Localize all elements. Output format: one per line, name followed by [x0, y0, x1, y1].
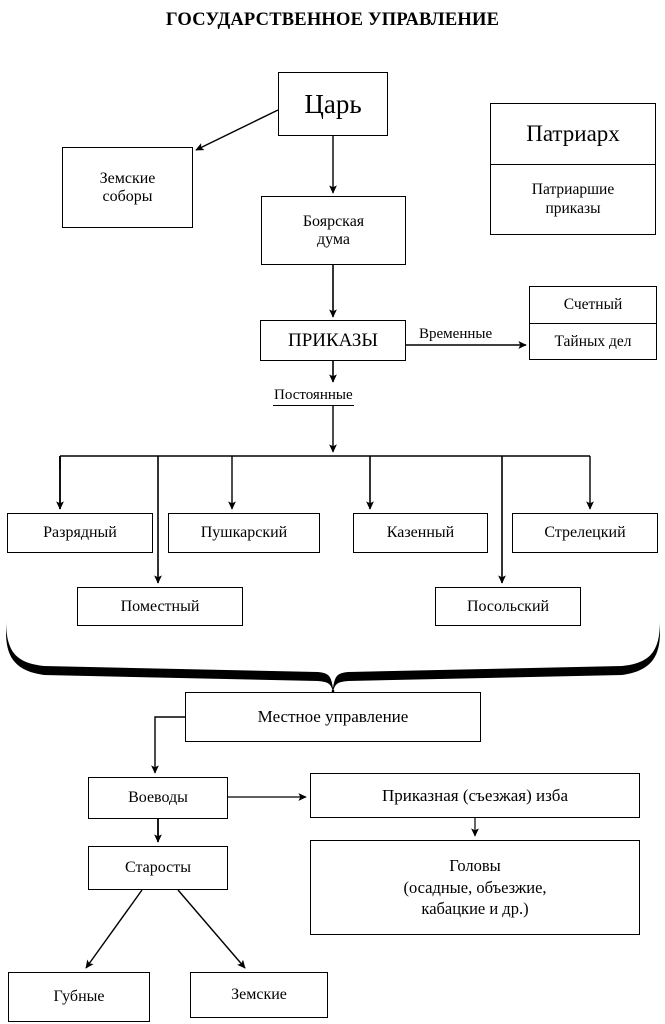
edge-starosty-zemskie — [177, 889, 246, 969]
page-title: ГОСУДАРСТВЕННОЕ УПРАВЛЕНИЕ — [165, 10, 500, 30]
node-starosty-label: Старосты — [125, 859, 191, 877]
node-patriarh-label: Патриарх — [526, 121, 620, 147]
node-razryadny[interactable]: Разрядный — [7, 513, 153, 553]
edge-mestnoe-voevody — [151, 716, 185, 774]
node-streletsky-label: Стрелецкий — [544, 524, 626, 542]
node-mestnoe-upravlenie[interactable]: Местное управление — [185, 692, 481, 742]
node-kazenny-label: Казенный — [386, 524, 455, 542]
node-voevody[interactable]: Воеводы — [88, 777, 228, 819]
node-zemskie-label: Земские — [231, 986, 287, 1004]
node-prikaznaya-izba[interactable]: Приказная (съезжая) изба — [310, 773, 640, 818]
node-gubnye-label: Губные — [53, 988, 105, 1006]
node-pushkarsky[interactable]: Пушкарский — [168, 513, 320, 553]
node-starosty[interactable]: Старосты — [88, 846, 228, 890]
node-golovy-label-line2: (осадные, объезжие, — [403, 877, 547, 897]
edge-starosty-gubnye — [85, 889, 143, 969]
node-schetny[interactable]: Счетный — [530, 287, 656, 323]
edge-label-vremennye: Временные — [418, 326, 494, 343]
node-zemskie[interactable]: Земские — [190, 972, 328, 1018]
node-golovy[interactable]: Головы (осадные, объезжие, кабацкие и др… — [310, 840, 640, 935]
node-prikazy[interactable]: ПРИКАЗЫ — [260, 320, 406, 361]
node-tsar[interactable]: Царь — [278, 72, 388, 136]
node-kazenny[interactable]: Казенный — [353, 513, 488, 553]
node-zemsky-sobory-label-line1: Земские — [99, 169, 156, 187]
edge-tsar-zemsky — [195, 109, 279, 151]
node-posolsky-label: Посольский — [466, 597, 550, 615]
node-boyarskaya-duma-label-line2: дума — [316, 230, 351, 248]
node-pushkarsky-label: Пушкарский — [200, 524, 288, 542]
node-prikazy-label: ПРИКАЗЫ — [287, 329, 379, 351]
node-vremennye-prikazy-group[interactable]: Счетный Тайных дел — [529, 286, 657, 360]
node-posolsky[interactable]: Посольский — [435, 587, 581, 626]
node-boyarskaya-duma[interactable]: Боярская дума — [261, 196, 406, 265]
node-pomestny[interactable]: Поместный — [77, 587, 243, 626]
node-patriarshie-prikazy-label-line1: Патриаршие — [531, 181, 615, 199]
node-patriarh-group[interactable]: Патриарх Патриаршие приказы — [490, 103, 656, 235]
node-patriarshie-prikazy-label-line2: приказы — [545, 199, 601, 217]
node-gubnye[interactable]: Губные — [8, 972, 150, 1022]
node-patriarshie-prikazy[interactable]: Патриаршие приказы — [491, 164, 655, 234]
node-patriarh[interactable]: Патриарх — [491, 104, 655, 164]
node-boyarskaya-duma-label-line1: Боярская — [302, 212, 365, 230]
edge-label-postoyannye: Постоянные — [273, 387, 354, 406]
node-golovy-label-line3: кабацкие и др.) — [421, 899, 529, 919]
node-zemsky-sobory[interactable]: Земские соборы — [62, 147, 193, 228]
node-taynyh-del-label: Тайных дел — [554, 332, 632, 350]
node-razryadny-label: Разрядный — [43, 524, 117, 542]
node-golovy-label-line1: Головы — [449, 856, 501, 876]
node-taynyh-del[interactable]: Тайных дел — [530, 322, 656, 359]
node-mestnoe-upravlenie-label: Местное управление — [257, 707, 409, 727]
node-voevody-label: Воеводы — [128, 789, 188, 807]
node-zemsky-sobory-label-line2: соборы — [102, 187, 153, 205]
node-tsar-label: Царь — [304, 88, 362, 119]
node-prikaznaya-izba-label: Приказная (съезжая) изба — [381, 785, 569, 805]
node-streletsky[interactable]: Стрелецкий — [512, 513, 658, 553]
node-schetny-label: Счетный — [563, 296, 623, 314]
node-pomestny-label: Поместный — [120, 597, 200, 615]
